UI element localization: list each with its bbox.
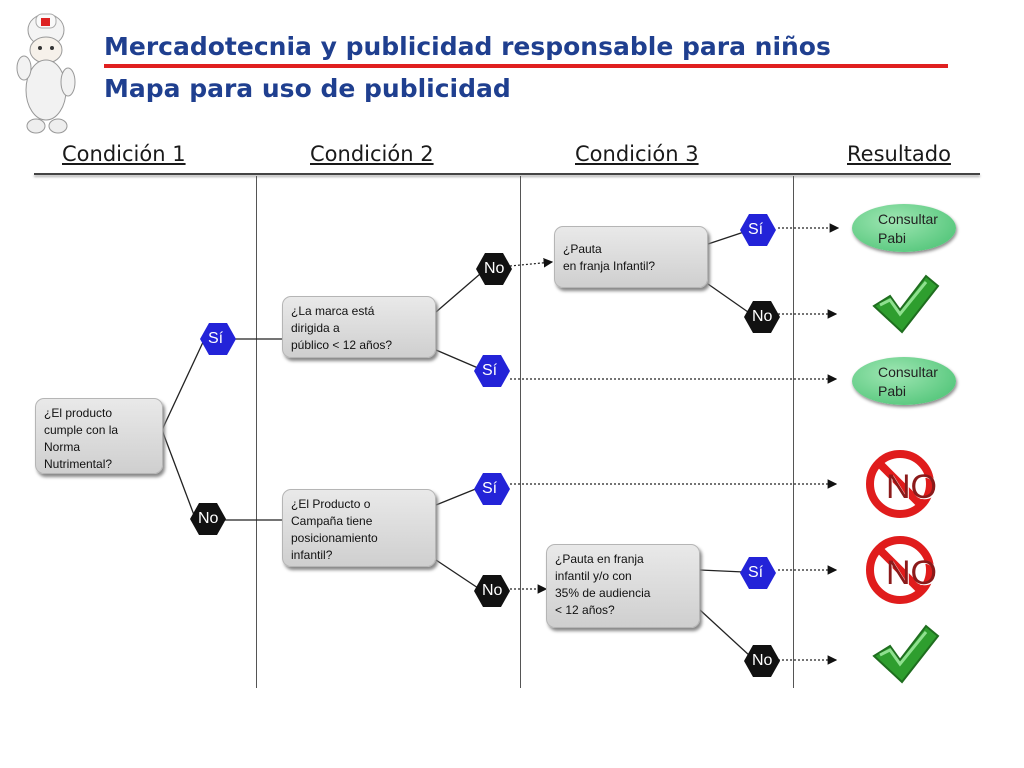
question-norma-nutrimental: ¿El producto cumple con la Norma Nutrime…	[35, 398, 163, 474]
checkmark-icon	[872, 624, 940, 684]
title-underline	[104, 64, 948, 68]
column-header-condition-3: Condición 3	[575, 142, 699, 166]
result-no-label: NO	[886, 554, 937, 592]
no-hexagon: No	[744, 301, 780, 333]
no-hexagon: No	[476, 253, 512, 285]
result-consultar-pabi: Consultar Pabi	[852, 357, 956, 405]
question-marca-dirigida: ¿La marca está dirigida a público < 12 a…	[282, 296, 436, 358]
checkmark-icon	[872, 274, 940, 334]
column-divider	[256, 176, 257, 688]
column-header-condition-1: Condición 1	[62, 142, 186, 166]
mascot-logo	[16, 13, 76, 134]
column-divider	[793, 176, 794, 688]
question-pauta-franja: ¿Pauta en franja Infantil?	[554, 226, 708, 288]
result-no-label: NO	[886, 468, 937, 506]
question-posicionamiento-infantil: ¿El Producto o Campaña tiene posicionami…	[282, 489, 436, 567]
si-hexagon: Sí	[474, 473, 510, 505]
header-divider	[34, 173, 980, 175]
prohibited-icon	[866, 450, 934, 518]
column-divider	[520, 176, 521, 688]
column-header-result: Resultado	[847, 142, 951, 166]
page-subtitle: Mapa para uso de publicidad	[104, 74, 511, 103]
page-title: Mercadotecnia y publicidad responsable p…	[104, 32, 831, 61]
prohibited-icon	[866, 536, 934, 604]
question-pauta-audiencia: ¿Pauta en franja infantil y/o con 35% de…	[546, 544, 700, 628]
si-hexagon: Sí	[200, 323, 236, 355]
result-consultar-pabi: Consultar Pabi	[852, 204, 956, 252]
column-header-condition-2: Condición 2	[310, 142, 434, 166]
si-hexagon: Sí	[474, 355, 510, 387]
